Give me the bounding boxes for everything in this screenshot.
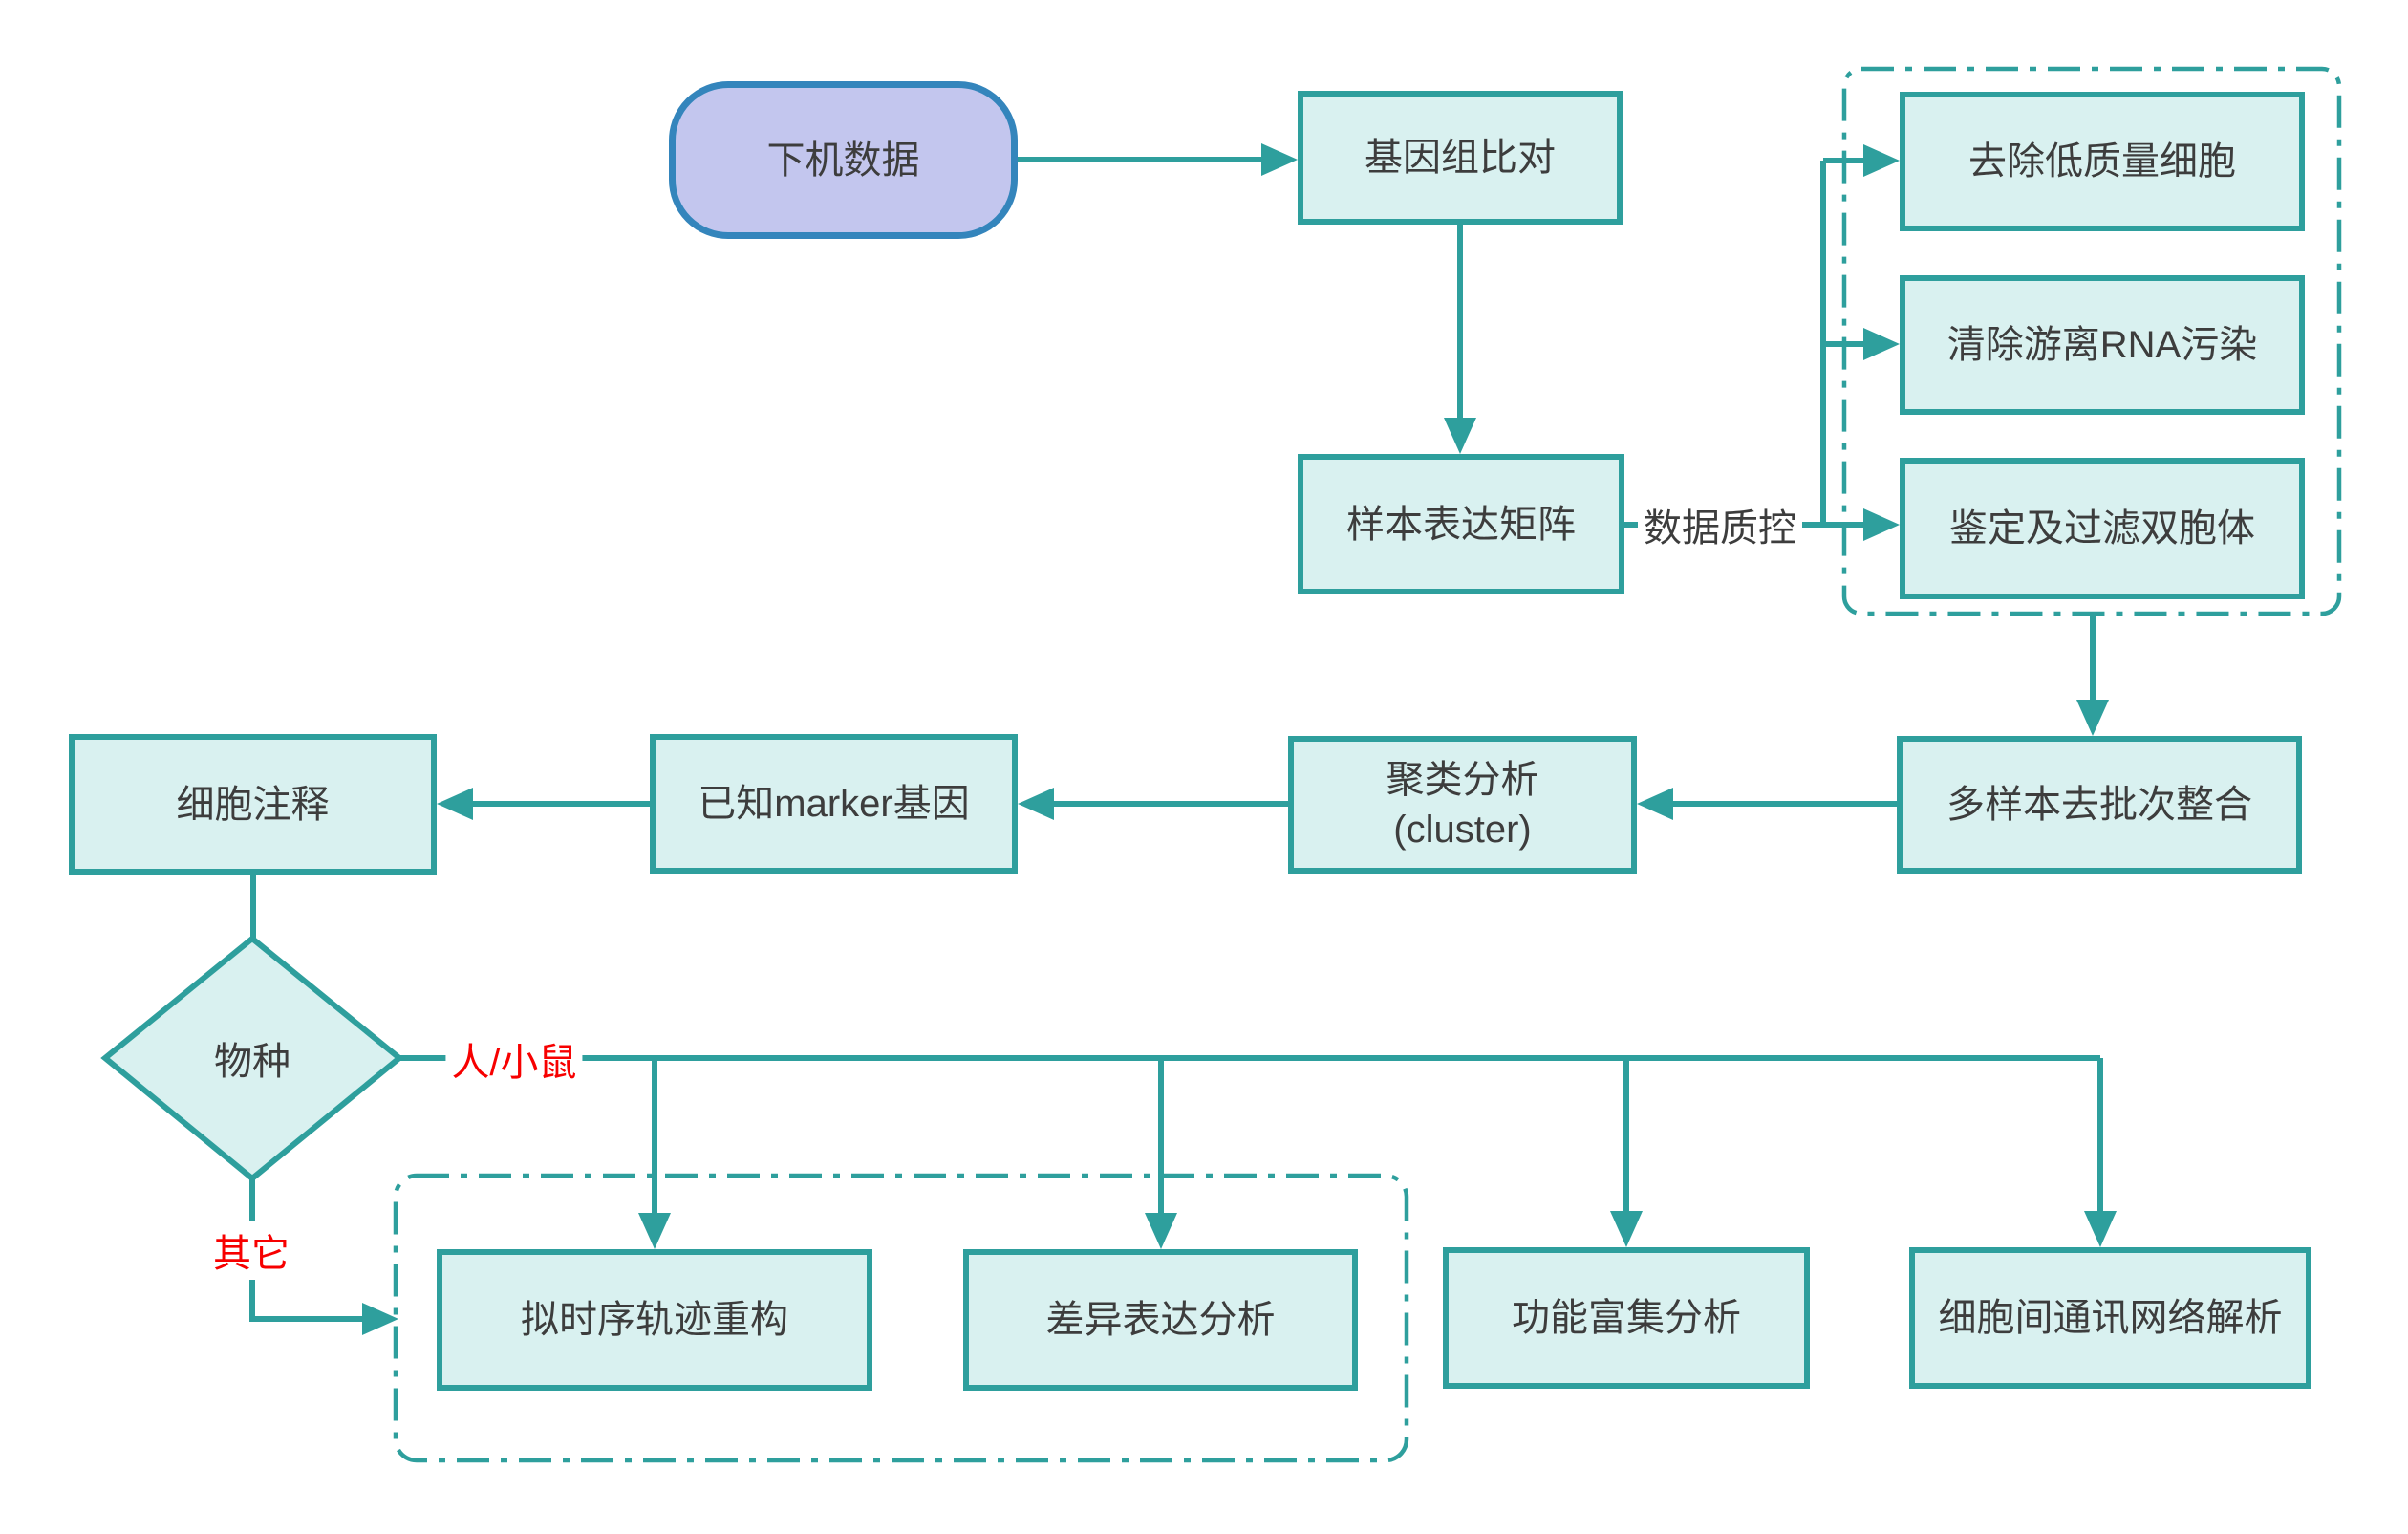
arrowhead-genome-alignment bbox=[1261, 143, 1298, 176]
arrowhead-other-branch bbox=[362, 1303, 398, 1335]
arrowhead-matrix bbox=[1444, 418, 1476, 454]
node-sample-expression-matrix[interactable]: 样本表达矩阵 bbox=[1298, 454, 1624, 594]
node-multi-sample-batch-integration[interactable]: 多样本去批次整合 bbox=[1897, 736, 2302, 874]
node-identify-filter-doublets[interactable]: 鉴定及过滤双胞体 bbox=[1900, 458, 2305, 599]
edge-label-human-mouse: 人/小鼠 bbox=[445, 1029, 583, 1089]
node-cell-annotation[interactable]: 细胞注释 bbox=[69, 734, 437, 875]
node-genome-alignment[interactable]: 基因组比对 bbox=[1298, 91, 1623, 225]
node-remove-low-quality-cells[interactable]: 去除低质量细胞 bbox=[1900, 92, 2305, 231]
node-remove-ambient-rna-label: 清除游离RNA污染 bbox=[1946, 324, 2258, 366]
node-functional-enrichment[interactable]: 功能富集分析 bbox=[1443, 1247, 1810, 1389]
arrowhead-low-quality bbox=[1863, 144, 1900, 177]
node-known-marker-genes-label: 已知marker基因 bbox=[698, 783, 970, 825]
edge-label-other: 其它 bbox=[207, 1221, 295, 1280]
arrowhead-marker bbox=[1018, 788, 1054, 820]
node-known-marker-genes[interactable]: 已知marker基因 bbox=[650, 734, 1018, 874]
downstream-group-container bbox=[393, 1173, 1409, 1463]
node-identify-filter-doublets-label: 鉴定及过滤双胞体 bbox=[1949, 508, 2255, 550]
node-genome-alignment-label: 基因组比对 bbox=[1365, 137, 1556, 179]
node-remove-ambient-rna[interactable]: 清除游离RNA污染 bbox=[1900, 275, 2305, 415]
species-decision-diamond[interactable] bbox=[100, 935, 404, 1182]
node-differential-expression-label: 差异表达分析 bbox=[1045, 1299, 1276, 1341]
arrowhead-cluster bbox=[1637, 788, 1673, 820]
species-decision-label: 物种 bbox=[214, 1041, 290, 1083]
arrowhead-differential bbox=[1145, 1213, 1177, 1249]
node-cell-annotation-label: 细胞注释 bbox=[176, 783, 330, 826]
arrowhead-ambient-rna bbox=[1863, 328, 1900, 360]
node-start[interactable]: 下机数据 bbox=[669, 81, 1018, 239]
node-pseudotime-trajectory[interactable]: 拟时序轨迹重构 bbox=[437, 1249, 872, 1391]
node-cluster-analysis[interactable]: 聚类分析 (cluster) bbox=[1288, 736, 1637, 874]
node-differential-expression[interactable]: 差异表达分析 bbox=[963, 1249, 1358, 1391]
node-start-label: 下机数据 bbox=[766, 139, 920, 182]
arrowhead-enrichment bbox=[1610, 1211, 1643, 1247]
arrowhead-integration bbox=[2076, 700, 2109, 736]
arrowhead-communication bbox=[2084, 1211, 2117, 1247]
edge-label-data-qc: 数据质控 bbox=[1638, 495, 1802, 554]
node-multi-sample-batch-integration-label: 多样本去批次整合 bbox=[1946, 784, 2252, 826]
node-sample-expression-matrix-label: 样本表达矩阵 bbox=[1346, 503, 1576, 546]
node-cell-communication-label: 细胞间通讯网络解析 bbox=[1938, 1297, 2283, 1339]
arrowhead-doublets bbox=[1863, 508, 1900, 541]
node-pseudotime-trajectory-label: 拟时序轨迹重构 bbox=[521, 1299, 788, 1341]
node-functional-enrichment-label: 功能富集分析 bbox=[1512, 1297, 1741, 1339]
node-remove-low-quality-cells-label: 去除低质量细胞 bbox=[1968, 140, 2236, 183]
arrowhead-annotation bbox=[437, 788, 473, 820]
arrowhead-pseudotime bbox=[638, 1213, 671, 1249]
node-cluster-analysis-label: 聚类分析 (cluster) bbox=[1386, 759, 1539, 851]
node-cell-communication[interactable]: 细胞间通讯网络解析 bbox=[1909, 1247, 2311, 1389]
